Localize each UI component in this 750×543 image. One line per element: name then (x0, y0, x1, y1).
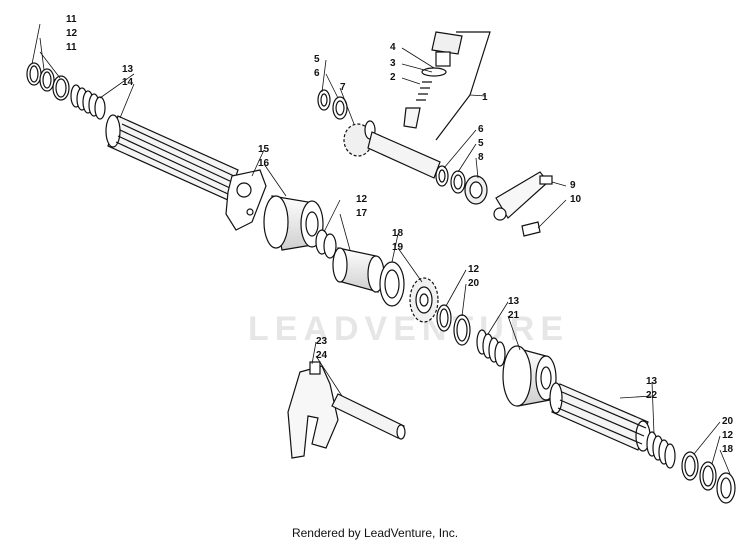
callout-4[interactable]: 4 (390, 42, 396, 53)
ring-5-right[interactable] (450, 170, 466, 194)
washer-3[interactable] (421, 67, 447, 77)
splined-shaft-14[interactable] (105, 114, 239, 201)
sleeve-17[interactable] (332, 247, 385, 293)
washer-12-left[interactable] (39, 68, 55, 92)
callout-18-b[interactable]: 18 (722, 444, 734, 455)
bolt-4[interactable] (431, 31, 463, 67)
watermark-text: LEADVENTURE (248, 310, 569, 348)
callout-14[interactable]: 14 (122, 77, 134, 88)
shift-fork-23[interactable] (287, 361, 339, 459)
callout-5-b[interactable]: 5 (478, 138, 484, 149)
callout-11-a[interactable]: 11 (66, 14, 77, 25)
retaining-ring-11-left[interactable] (26, 62, 42, 86)
callout-13-a[interactable]: 13 (122, 64, 134, 75)
callout-6-b[interactable]: 6 (478, 124, 484, 135)
spring-13-right[interactable] (646, 431, 676, 469)
callouts: 11 12 11 13 14 4 3 2 1 5 6 7 6 5 8 9 10 … (66, 14, 734, 455)
washer-6-right[interactable] (435, 165, 449, 187)
callout-12-b[interactable]: 12 (356, 194, 368, 205)
callout-13-c[interactable]: 13 (646, 376, 658, 387)
washer-18-right[interactable] (716, 472, 736, 504)
callout-15[interactable]: 15 (258, 144, 270, 155)
washer-6-top[interactable] (332, 96, 348, 120)
callout-9[interactable]: 9 (570, 180, 576, 191)
bearing-8[interactable] (464, 175, 488, 205)
callout-11-b[interactable]: 11 (66, 42, 77, 53)
ring-12-mid[interactable] (315, 229, 337, 259)
bolt-10[interactable] (521, 221, 541, 237)
shift-arm-9[interactable] (493, 171, 553, 221)
callout-19[interactable]: 19 (392, 242, 404, 253)
washer-20-b[interactable] (681, 451, 699, 481)
bracket-1 (435, 31, 491, 141)
shift-rod-24[interactable] (331, 393, 406, 440)
ring-12-right[interactable] (699, 461, 717, 491)
callout-7[interactable]: 7 (340, 82, 346, 93)
callout-22[interactable]: 22 (646, 390, 658, 401)
leader-lines (31, 23, 731, 475)
callout-3[interactable]: 3 (390, 58, 396, 69)
shift-drum-21[interactable] (502, 345, 557, 407)
gear-shift-shaft-7[interactable] (343, 120, 441, 179)
callout-1[interactable]: 1 (482, 92, 488, 103)
callout-12-c[interactable]: 12 (468, 264, 480, 275)
callout-24[interactable]: 24 (316, 350, 328, 361)
callout-8[interactable]: 8 (478, 152, 484, 163)
callout-12-a[interactable]: 12 (66, 28, 78, 39)
callout-13-b[interactable]: 13 (508, 296, 520, 307)
callout-20-a[interactable]: 20 (468, 278, 480, 289)
callout-5-a[interactable]: 5 (314, 54, 320, 65)
callout-18-a[interactable]: 18 (392, 228, 404, 239)
splined-shaft-22[interactable] (549, 382, 651, 452)
spring-13-left[interactable] (70, 84, 106, 120)
callout-6-a[interactable]: 6 (314, 68, 320, 79)
washer-20-a[interactable] (453, 314, 471, 346)
spring-2[interactable] (403, 81, 432, 129)
spring-13-mid[interactable] (476, 329, 506, 367)
callout-23[interactable]: 23 (316, 336, 328, 347)
callout-12-d[interactable]: 12 (722, 430, 734, 441)
callout-20-b[interactable]: 20 (722, 416, 734, 427)
callout-2[interactable]: 2 (390, 72, 396, 83)
shift-drum-16[interactable] (263, 195, 324, 251)
footer-credit: Rendered by LeadVenture, Inc. (291, 526, 459, 540)
callout-16[interactable]: 16 (258, 158, 270, 169)
shift-plate-15[interactable] (225, 169, 267, 231)
ring-5-top[interactable] (317, 89, 331, 111)
callout-10[interactable]: 10 (570, 194, 582, 205)
callout-21[interactable]: 21 (508, 310, 520, 321)
callout-17[interactable]: 17 (356, 208, 368, 219)
gear-19[interactable] (409, 277, 439, 323)
retaining-ring-11-b[interactable] (52, 75, 70, 101)
washer-18-mid[interactable] (379, 261, 405, 307)
washer-12-c[interactable] (436, 304, 452, 332)
